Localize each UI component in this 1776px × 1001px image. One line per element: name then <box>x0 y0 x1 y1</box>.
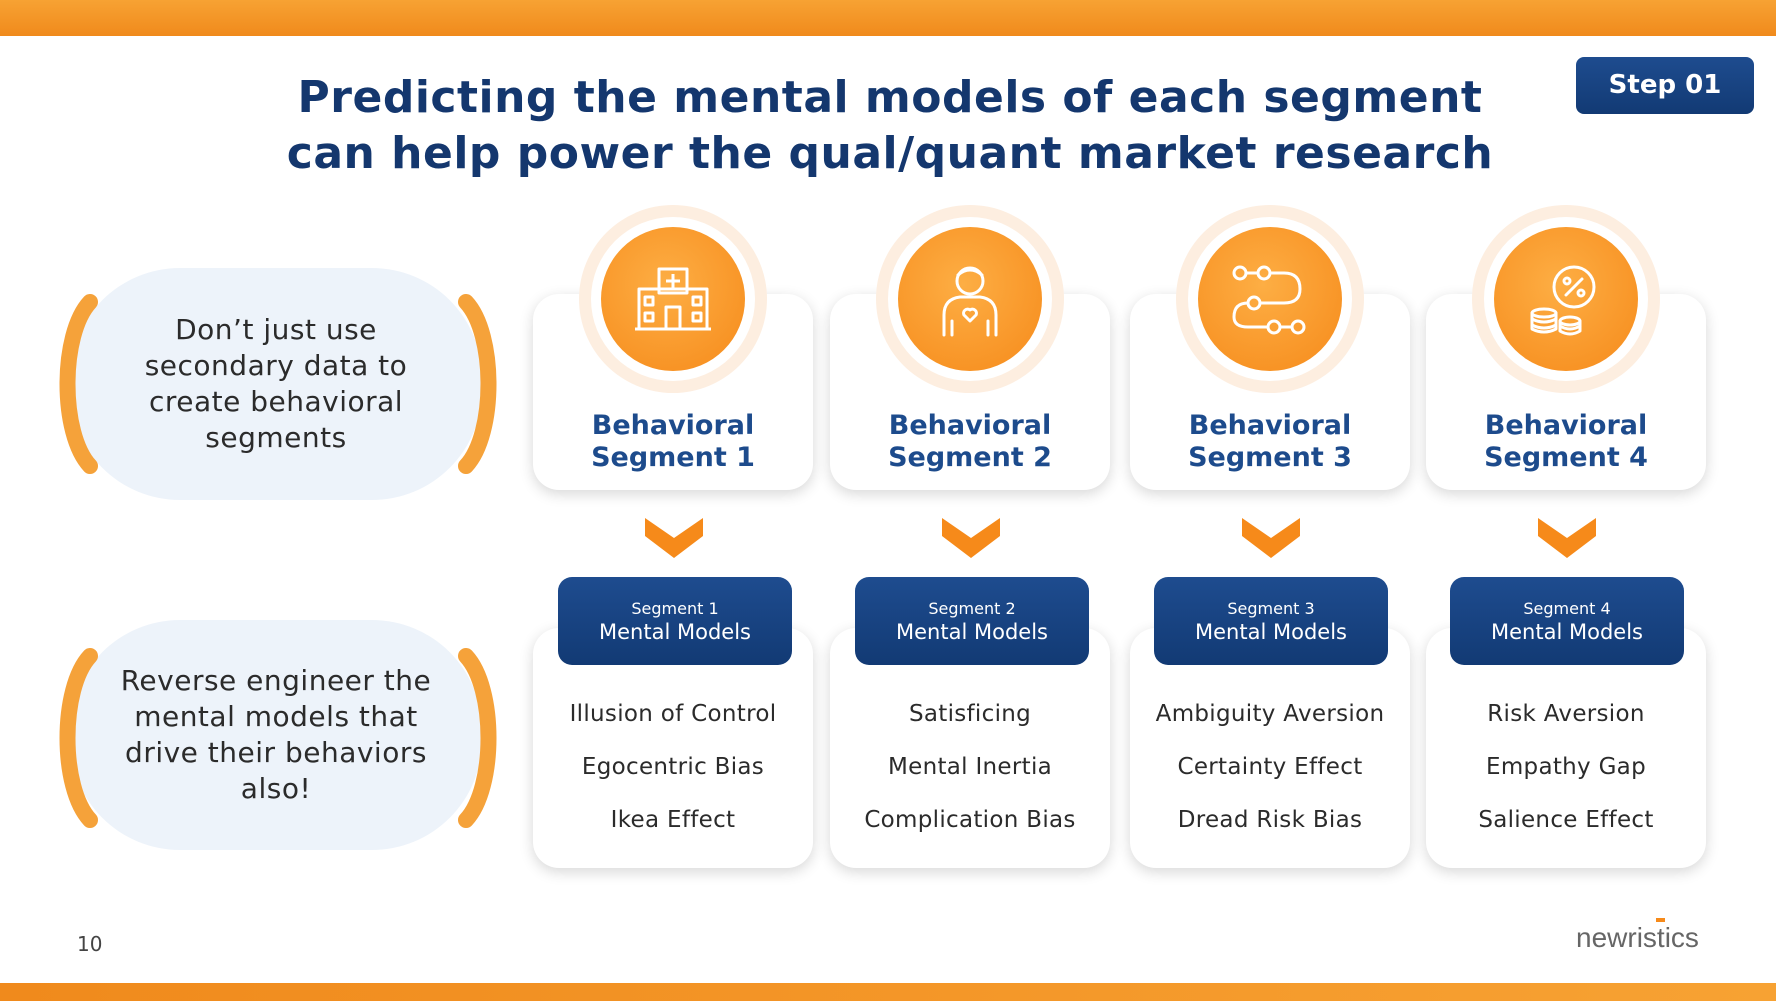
segment-label-line1: Behavioral <box>1484 410 1648 441</box>
bracket-left-icon <box>48 648 108 828</box>
page-number: 10 <box>77 932 103 956</box>
person-heart-icon <box>942 266 998 337</box>
chevron-down-icon <box>942 518 1000 558</box>
coins-percent-icon <box>1530 265 1596 336</box>
segment-label-line1: Behavioral <box>591 410 755 441</box>
logo-accent-icon <box>1656 918 1665 922</box>
segment-icon-badge <box>876 205 1064 393</box>
bracket-right-icon <box>448 648 508 828</box>
mental-model-item: Ambiguity Aversion <box>1155 701 1385 727</box>
segment-icon-badge <box>579 205 767 393</box>
mental-models-card-4: Risk Aversion Empathy Gap Salience Effec… <box>1426 628 1706 868</box>
callout-secondary-data: Don’t just use secondary data to create … <box>70 268 482 500</box>
header-segment-name: Segment 2 <box>928 599 1016 618</box>
hospital-icon <box>635 267 711 331</box>
header-segment-name: Segment 4 <box>1523 599 1611 618</box>
chevron-down-icon <box>645 518 703 558</box>
mental-model-item: Egocentric Bias <box>581 754 765 780</box>
segment-icon-badge <box>1472 205 1660 393</box>
segment-label-line1: Behavioral <box>888 410 1052 441</box>
chevron-down-icon <box>1242 518 1300 558</box>
mental-models-list: Risk Aversion Empathy Gap Salience Effec… <box>1426 688 1706 847</box>
mental-models-card-1: Illusion of Control Egocentric Bias Ikea… <box>533 628 813 868</box>
title-line-1: Predicting the mental models of each seg… <box>297 72 1483 123</box>
chevron-down-icon <box>1538 518 1596 558</box>
mental-models-card-3: Ambiguity Aversion Certainty Effect Drea… <box>1130 628 1410 868</box>
callout-text: Don’t just use secondary data to create … <box>144 313 408 454</box>
mental-model-item: Mental Inertia <box>887 754 1053 780</box>
mental-model-item: Salience Effect <box>1478 807 1654 833</box>
top-accent-bar <box>0 0 1776 36</box>
header-title: Mental Models <box>1195 620 1347 644</box>
mental-models-list: Ambiguity Aversion Certainty Effect Drea… <box>1130 688 1410 847</box>
segment-label-line2: Segment 4 <box>1484 442 1648 473</box>
segment-label-line2: Segment 2 <box>888 442 1052 473</box>
segment-label-line1: Behavioral <box>1188 410 1352 441</box>
header-title: Mental Models <box>896 620 1048 644</box>
title-line-2: can help power the qual/quant market res… <box>286 128 1494 179</box>
mental-models-header-2: Segment 2 Mental Models <box>855 577 1089 665</box>
mental-models-header-3: Segment 3 Mental Models <box>1154 577 1388 665</box>
bracket-right-icon <box>448 294 508 474</box>
callout-text: Reverse engineer the mental models that … <box>120 664 432 805</box>
bottom-accent-bar <box>0 983 1776 1001</box>
header-title: Mental Models <box>1491 620 1643 644</box>
bracket-left-icon <box>48 294 108 474</box>
company-logo: newristics <box>1576 922 1699 953</box>
journey-path-icon <box>1232 265 1306 335</box>
mental-model-item: Illusion of Control <box>569 701 777 727</box>
callout-reverse-engineer: Reverse engineer the mental models that … <box>70 620 482 850</box>
segment-label-line2: Segment 3 <box>1188 442 1352 473</box>
header-segment-name: Segment 3 <box>1227 599 1315 618</box>
mental-models-list: Illusion of Control Egocentric Bias Ikea… <box>533 688 813 847</box>
mental-model-item: Dread Risk Bias <box>1177 807 1363 833</box>
segment-icon-badge <box>1176 205 1364 393</box>
header-title: Mental Models <box>599 620 751 644</box>
mental-model-item: Certainty Effect <box>1177 754 1363 780</box>
slide-title: Predicting the mental models of each seg… <box>260 70 1520 182</box>
mental-model-item: Ikea Effect <box>610 807 736 833</box>
mental-model-item: Risk Aversion <box>1487 701 1645 727</box>
mental-models-card-2: Satisficing Mental Inertia Complication … <box>830 628 1110 868</box>
mental-model-item: Satisficing <box>908 701 1032 727</box>
step-badge: Step 01 <box>1576 57 1754 114</box>
segment-label-line2: Segment 1 <box>591 442 755 473</box>
segment-label: Behavioral Segment 3 <box>1130 410 1410 474</box>
segment-label: Behavioral Segment 2 <box>830 410 1110 474</box>
segment-label: Behavioral Segment 1 <box>533 410 813 474</box>
mental-models-list: Satisficing Mental Inertia Complication … <box>830 688 1110 847</box>
header-segment-name: Segment 1 <box>631 599 719 618</box>
segment-label: Behavioral Segment 4 <box>1426 410 1706 474</box>
mental-model-item: Empathy Gap <box>1486 754 1646 780</box>
mental-models-header-1: Segment 1 Mental Models <box>558 577 792 665</box>
mental-model-item: Complication Bias <box>864 807 1076 833</box>
mental-models-header-4: Segment 4 Mental Models <box>1450 577 1684 665</box>
